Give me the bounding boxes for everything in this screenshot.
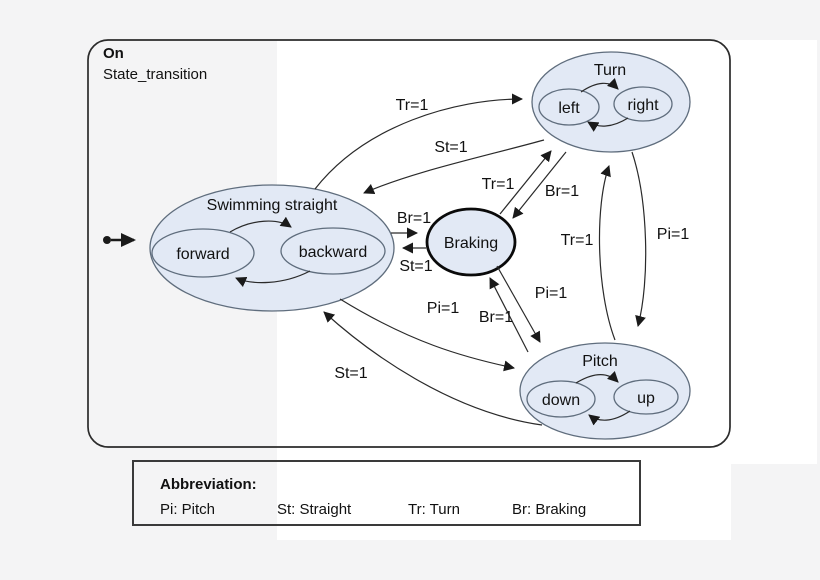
transition-label-pitch-to-swimming: St=1	[334, 365, 367, 382]
legend-item-st: St: Straight	[277, 501, 352, 518]
transition-arrow-right-to-left	[587, 117, 629, 132]
transition-label-turn-to-pitch: Pi=1	[657, 226, 690, 243]
transition-label-pitch-to-braking: Br=1	[479, 309, 513, 326]
legend-title: Abbreviation:	[160, 476, 257, 493]
state-label-pitch: Pitch	[582, 353, 618, 370]
substate-label-up: up	[637, 390, 655, 407]
transition-arrow-turn-to-swimming	[363, 139, 545, 195]
substate-down-ellipse	[526, 380, 596, 418]
state-braking-ellipse	[425, 207, 517, 277]
transition-arrow-swimming-to-pitch	[339, 298, 515, 372]
initial-state-dot	[103, 236, 111, 244]
substate-label-left: left	[558, 100, 580, 117]
state-label-turn: Turn	[594, 62, 626, 79]
chart-subname-label: State_transition	[103, 66, 207, 83]
substate-forward-ellipse	[151, 228, 255, 278]
transition-arrow-pitch-to-braking	[489, 277, 529, 353]
legend-box	[132, 460, 641, 526]
substate-label-forward: forward	[176, 246, 229, 263]
transition-label-turn-to-swimming: St=1	[434, 139, 467, 156]
transition-arrow-braking-to-pitch	[496, 265, 541, 343]
state-swimming-straight-ellipse	[149, 184, 395, 312]
substate-left-ellipse	[538, 88, 600, 126]
transition-arrow-down-to-up	[575, 371, 619, 384]
transition-label-swimming-to-pitch: Pi=1	[427, 300, 460, 317]
substate-label-backward: backward	[299, 244, 367, 261]
transition-arrow-swimming-to-turn	[314, 93, 523, 190]
transition-label-braking-to-pitch: Pi=1	[535, 285, 568, 302]
substate-up-ellipse	[613, 379, 679, 415]
legend-item-br: Br: Braking	[512, 501, 586, 518]
chart-name-label: On	[103, 45, 124, 62]
transition-arrow-turn-to-pitch	[631, 151, 647, 327]
substate-right-ellipse	[613, 86, 673, 122]
transition-arrow-up-to-down	[588, 410, 631, 426]
transition-label-braking-to-turn: Tr=1	[482, 176, 515, 193]
legend-item-pi: Pi: Pitch	[160, 501, 215, 518]
transition-arrow-pitch-to-turn	[598, 165, 616, 341]
transition-label-swimming-to-braking: Br=1	[397, 210, 431, 227]
transition-arrow-braking-to-turn	[499, 150, 552, 215]
transition-arrow-left-to-right	[580, 78, 619, 93]
transition-label-swimming-to-turn: Tr=1	[396, 97, 429, 114]
legend-item-tr: Tr: Turn	[408, 501, 460, 518]
outer-state-box	[87, 39, 731, 448]
substate-label-down: down	[542, 392, 580, 409]
transition-label-pitch-to-turn: Tr=1	[561, 232, 594, 249]
transition-arrow-backward-to-forward	[235, 270, 311, 288]
transition-label-turn-to-braking: Br=1	[545, 183, 579, 200]
substate-label-right: right	[627, 97, 659, 114]
transition-arrow-pitch-to-swimming	[323, 311, 543, 426]
transition-arrow-turn-to-braking	[512, 151, 567, 219]
transition-arrow-forward-to-backward	[229, 216, 292, 233]
transition-label-braking-to-swimming: St=1	[399, 258, 432, 275]
state-turn-ellipse	[531, 51, 691, 153]
state-label-swimming-straight: Swimming straight	[207, 197, 338, 214]
substate-backward-ellipse	[280, 227, 386, 275]
state-label-braking: Braking	[444, 235, 498, 252]
